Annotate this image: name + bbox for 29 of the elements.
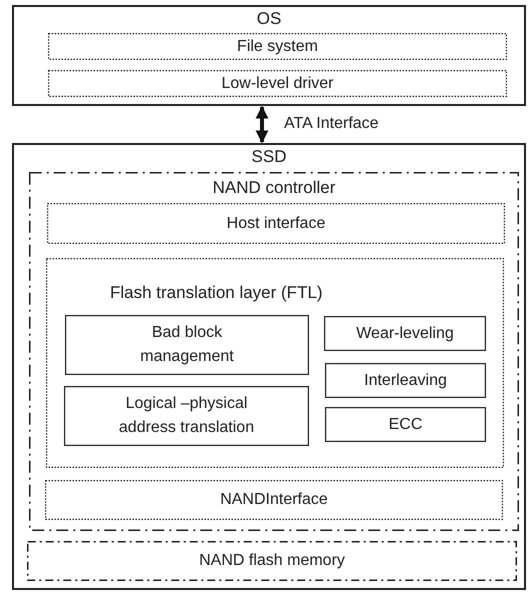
double-arrow <box>256 106 268 144</box>
box-label: Logical –physical address translation <box>118 394 256 438</box>
module-box <box>48 70 507 97</box>
box-label: NAND flash memory <box>199 551 345 571</box>
function-box <box>325 363 486 398</box>
box-label: Low-level driver <box>221 74 334 94</box>
box-title: OS <box>256 9 282 29</box>
box-title: SSD <box>252 147 286 167</box>
function-box <box>324 316 486 351</box>
controller-box <box>29 172 519 531</box>
module-box <box>47 203 505 244</box>
box-label: Host interface <box>226 214 326 234</box>
function-box <box>325 407 486 442</box>
module-box <box>48 33 507 60</box>
box-label: Bad block management <box>139 323 235 367</box>
layer-box <box>12 143 526 590</box>
ftl-box <box>46 258 504 468</box>
box-label: File system <box>237 36 318 56</box>
box-title: NAND controller <box>212 178 336 198</box>
box-label: NANDInterface <box>220 490 328 510</box>
function-box <box>64 386 309 446</box>
function-box <box>65 315 309 375</box>
module-box <box>45 480 503 520</box>
box-label: Interleaving <box>364 370 447 390</box>
box-title: Flash translation layer (FTL) <box>110 283 323 303</box>
box-label: Wear-leveling <box>356 324 454 344</box>
layer-box <box>12 5 526 106</box>
memory-box <box>27 541 517 581</box>
box-label: ECC <box>388 414 422 434</box>
